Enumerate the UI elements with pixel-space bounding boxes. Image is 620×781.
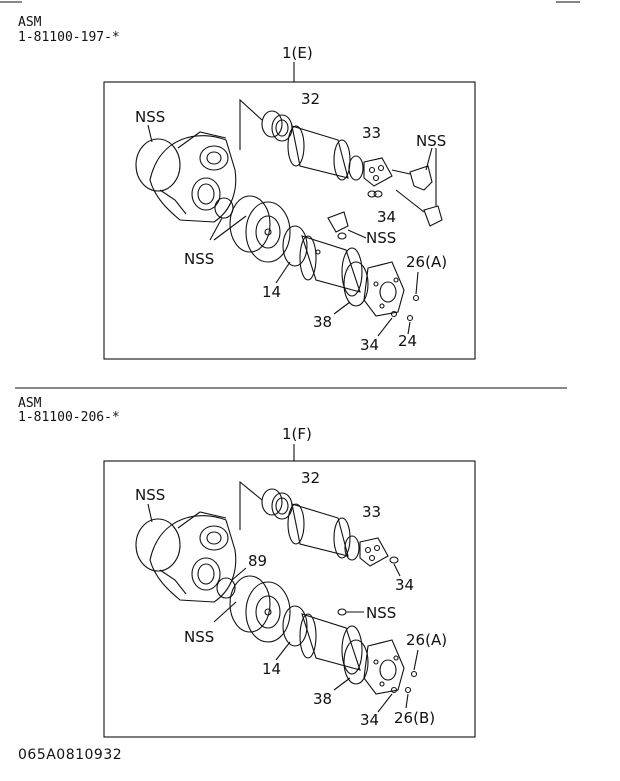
piston-2 xyxy=(287,503,351,559)
leader-26a-2 xyxy=(413,649,419,671)
fitting-elbow-1 xyxy=(391,165,443,227)
valve-block-1 xyxy=(363,157,393,198)
callout-26a-1: 26(A) xyxy=(406,253,448,271)
callout-34-bottom-1: 34 xyxy=(360,336,380,354)
leader-nss-bl-1a xyxy=(209,217,223,241)
oring-nss-mid-2 xyxy=(337,608,347,616)
leader-14-1 xyxy=(275,261,291,284)
cover-ring-1 xyxy=(229,195,291,263)
leader-34-top-2 xyxy=(393,563,401,577)
leader-nss-tl-2 xyxy=(147,503,153,523)
leader-14-2 xyxy=(275,641,291,661)
callout-89: 89 xyxy=(248,552,268,570)
callout-26b-2: 26(B) xyxy=(394,709,436,727)
callout-nss-tl-1: NSS xyxy=(135,108,166,126)
part-34-bottom-1 xyxy=(390,310,398,318)
callout-14-1: 14 xyxy=(262,283,282,301)
callout-14-2: 14 xyxy=(262,660,282,678)
part-26a-2 xyxy=(410,670,418,678)
part-34-bottom-2 xyxy=(390,686,398,694)
leader-34-2 xyxy=(377,693,393,713)
leader-24-1 xyxy=(407,321,411,335)
leader-nss-tl-1 xyxy=(147,124,153,143)
seal-32-1 xyxy=(261,110,293,142)
seal-32-2 xyxy=(261,488,293,520)
assembly-label-1f: 1(F) xyxy=(282,425,312,443)
end-cap-1 xyxy=(363,261,405,317)
oring-38-1 xyxy=(343,261,369,307)
fitting-mid-1 xyxy=(327,211,349,240)
footer-code: 065A0810932 xyxy=(18,747,123,763)
bracket-line-1 xyxy=(239,98,263,150)
leader-38-1 xyxy=(333,301,351,315)
oring-14-1 xyxy=(282,225,308,267)
leader-nss-bl-2 xyxy=(213,601,237,623)
motor-body-2 xyxy=(299,613,363,675)
callout-26a-2: 26(A) xyxy=(406,631,448,649)
callout-33-1: 33 xyxy=(362,124,382,142)
assembly-label-1e: 1(E) xyxy=(282,44,313,62)
part-24-1 xyxy=(406,314,414,322)
oring-14-2 xyxy=(282,605,308,647)
callout-34-top-2: 34 xyxy=(395,576,415,594)
leader-34-1 xyxy=(377,317,393,337)
leader-nss-mid-1 xyxy=(347,229,367,239)
end-cap-2 xyxy=(363,639,405,695)
callout-nss-tl-2: NSS xyxy=(135,486,166,504)
callout-nss-bl-2: NSS xyxy=(184,628,215,646)
asm-number-1: 1-81100-197-* xyxy=(18,30,120,45)
leader-26b-2 xyxy=(405,693,409,709)
leader-89 xyxy=(231,567,247,581)
housing-1 xyxy=(135,131,237,223)
callout-38-2: 38 xyxy=(313,690,333,708)
seal-nss-1 xyxy=(214,197,234,219)
callout-34-top-1: 34 xyxy=(377,208,397,226)
leader-26a-1 xyxy=(415,271,419,295)
callout-32-1: 32 xyxy=(301,90,321,108)
callout-32-2: 32 xyxy=(301,469,321,487)
part-26a-1 xyxy=(412,294,420,302)
callout-24-1: 24 xyxy=(398,332,418,350)
leader-nss-tr-1 xyxy=(425,147,433,171)
callout-34-bottom-2: 34 xyxy=(360,711,380,729)
oring-38-2 xyxy=(343,639,369,685)
callout-nss-tr-1: NSS xyxy=(416,132,447,150)
housing-2 xyxy=(135,511,237,603)
motor-body-1 xyxy=(299,235,363,297)
piston-1 xyxy=(287,125,351,181)
callout-nss-mid-1: NSS xyxy=(366,229,397,247)
callout-nss-bl-1: NSS xyxy=(184,250,215,268)
oring-34-top-1 xyxy=(367,190,377,198)
part-26b-2 xyxy=(404,686,412,694)
asm-label-2: ASM xyxy=(18,396,42,411)
section-2-frame xyxy=(103,460,476,738)
seal-89 xyxy=(216,577,236,599)
callout-38-1: 38 xyxy=(313,313,333,331)
seal-33-1 xyxy=(348,155,364,181)
asm-number-2: 1-81100-206-* xyxy=(18,410,120,425)
leader-38-2 xyxy=(333,677,351,691)
bracket-line-2 xyxy=(239,480,263,530)
valve-block-2 xyxy=(359,537,389,567)
oring-34-top-2 xyxy=(389,556,399,564)
callout-nss-mid-2: NSS xyxy=(366,604,397,622)
cover-ring-2 xyxy=(229,575,291,643)
seal-33-2 xyxy=(344,535,360,561)
asm-label-1: ASM xyxy=(18,15,42,30)
section-1-frame xyxy=(103,81,476,360)
callout-33-2: 33 xyxy=(362,503,382,521)
